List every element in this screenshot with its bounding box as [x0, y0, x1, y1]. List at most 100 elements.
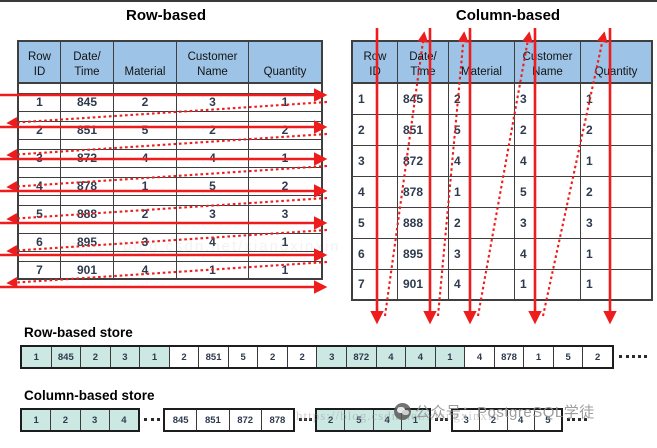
table-cell: 4	[448, 268, 515, 301]
column-header: Quantity	[248, 40, 323, 84]
column-store-ellipsis	[567, 418, 587, 421]
row-store-cell: 5	[554, 347, 584, 367]
table-cell: 2	[351, 113, 398, 146]
table-row	[17, 138, 323, 150]
row-store-cell: 851	[199, 347, 229, 367]
table-cell: 1	[17, 92, 61, 112]
column-store-cell: 845	[165, 410, 198, 430]
spacer-cell	[176, 110, 249, 122]
table-cell: 2	[248, 120, 323, 140]
table-row	[17, 222, 323, 234]
column-store-cell: 1	[22, 410, 52, 430]
column-store-cell: 878	[269, 414, 286, 426]
table-cell: 4	[351, 175, 398, 208]
table-cell: 5	[17, 204, 61, 224]
row-store-label: Row-based store	[24, 325, 133, 340]
row-store-cell: 4	[465, 347, 495, 367]
table-row	[17, 194, 323, 206]
spacer-cell	[248, 110, 323, 122]
table-cell: 1	[113, 176, 177, 196]
row-store-cell: 2	[170, 347, 200, 367]
table-cell: 1	[580, 144, 653, 177]
table-cell: 2	[514, 113, 581, 146]
column-header: Date/Time	[397, 40, 449, 84]
column-store-cell: 5	[345, 410, 374, 430]
table-cell: 1	[351, 82, 398, 115]
column-based-title: Column-based	[455, 7, 561, 24]
table-cell: 4	[17, 176, 61, 196]
table-cell: 1	[248, 92, 323, 112]
spacer-cell	[113, 82, 177, 94]
table-cell: 845	[397, 82, 449, 115]
table-cell: 878	[60, 176, 114, 196]
column-header: Material	[448, 40, 515, 84]
table-cell: 2	[113, 204, 177, 224]
table-cell: 1	[580, 268, 653, 301]
table-cell: 901	[397, 268, 449, 301]
spacer-cell	[176, 166, 249, 178]
spacer-cell	[60, 194, 114, 206]
table-cell: 3	[514, 206, 581, 239]
table-row	[17, 82, 323, 94]
row-store-cell: 4	[406, 347, 436, 367]
table-cell: 3	[176, 204, 249, 224]
row-based-title: Row-based	[125, 7, 207, 24]
spacer-cell	[248, 166, 323, 178]
table-cell: 878	[397, 175, 449, 208]
table-cell: 3	[351, 144, 398, 177]
column-store-cell: 2	[51, 410, 81, 430]
table-cell: 1	[448, 175, 515, 208]
column-header: Material	[113, 40, 177, 84]
row-store-cell: 872	[347, 347, 377, 367]
spacer-cell	[113, 166, 177, 178]
spacer-cell	[17, 166, 61, 178]
table-cell: 4	[113, 260, 177, 280]
table-cell: 7	[17, 260, 61, 280]
spacer-cell	[113, 110, 177, 122]
row-store-cell: 2	[81, 347, 111, 367]
column-store-cell: 3	[453, 410, 481, 430]
row-store-cell: 3	[317, 347, 348, 367]
table-cell: 2	[580, 175, 653, 208]
row-store-cell: 1	[524, 347, 554, 367]
column-store-cell: 2	[317, 410, 346, 430]
row-store-cell: 5	[229, 347, 259, 367]
column-header: Quantity	[580, 40, 653, 84]
table-cell: 1	[580, 237, 653, 270]
row-store-ellipsis	[619, 355, 647, 358]
spacer-cell	[17, 194, 61, 206]
table-cell: 2	[17, 120, 61, 140]
column-store-ellipsis	[435, 418, 448, 421]
row-store-cell: 2	[288, 347, 318, 367]
table-cell: 845	[60, 92, 114, 112]
spacer-cell	[248, 138, 323, 150]
table-cell: 4	[176, 148, 249, 168]
watermark-text: 公众号：PostgreSQL学徒	[415, 404, 595, 421]
spacer-cell	[248, 82, 323, 94]
column-store-ellipsis	[144, 418, 160, 421]
row-store-cell: 2	[595, 351, 601, 363]
table-cell: 4	[448, 144, 515, 177]
table-cell: 888	[397, 206, 449, 239]
row-store-cell: 845	[51, 347, 82, 367]
table-cell: 3	[448, 237, 515, 270]
table-cell: 895	[397, 237, 449, 270]
table-cell: 1	[248, 260, 323, 280]
table-cell: 2	[248, 176, 323, 196]
spacer-cell	[248, 222, 323, 234]
